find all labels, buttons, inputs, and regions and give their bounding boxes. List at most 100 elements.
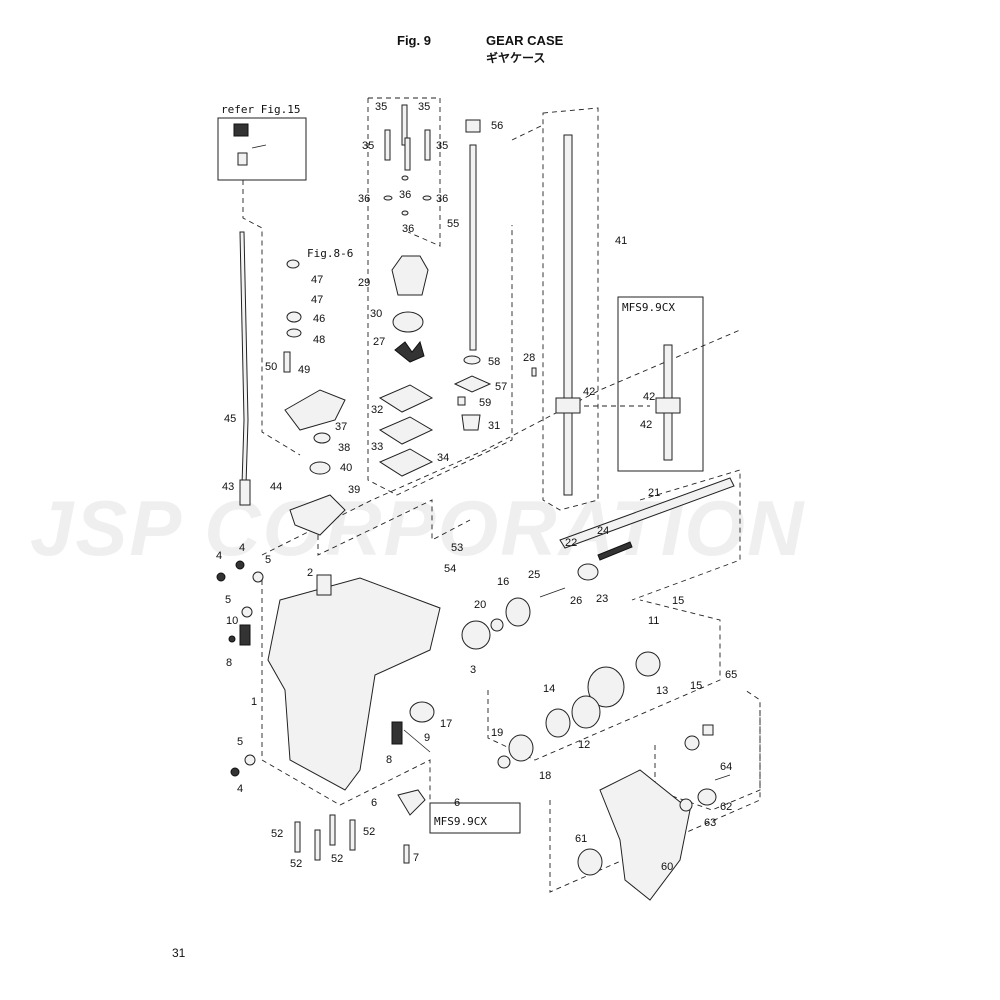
callout-53: 53 [451, 542, 463, 554]
gear-case-body-1 [267, 577, 441, 791]
callout-31: 31 [488, 420, 500, 432]
callout-5: 5 [265, 554, 271, 566]
callout-4: 4 [216, 550, 222, 562]
grommet-fig8 [286, 259, 300, 269]
seal-38 [313, 432, 331, 444]
callout-4: 4 [237, 783, 243, 795]
bearing-3 [461, 620, 491, 650]
plug-4a [216, 572, 226, 582]
callout-62: 62 [720, 801, 732, 813]
mfs-lower-box [429, 802, 521, 834]
propeller-outline [549, 689, 761, 893]
pump-housing-29 [391, 255, 429, 296]
callout-5: 5 [225, 594, 231, 606]
refer-fig15-box [217, 117, 307, 181]
page-number: 31 [172, 946, 186, 960]
callout-52: 52 [331, 853, 343, 865]
callout-35: 35 [418, 101, 430, 113]
washer-36-c [401, 210, 409, 216]
callout-59: 59 [479, 397, 491, 409]
callout-16: 16 [497, 576, 509, 588]
water-tube-55 [469, 144, 477, 351]
callout-11: 11 [648, 615, 659, 627]
callout-38: 38 [338, 442, 350, 454]
callout-46: 46 [313, 313, 325, 325]
oring-40 [309, 461, 331, 475]
gasket-34 [378, 448, 434, 477]
callout-36: 36 [358, 193, 370, 205]
callout-61: 61 [575, 833, 587, 845]
plug-4b [235, 560, 245, 570]
callout-3: 3 [470, 664, 476, 676]
callout-35: 35 [362, 140, 374, 152]
callout-20: 20 [474, 599, 486, 611]
callout-42: 42 [643, 391, 655, 403]
plate-33 [378, 416, 434, 445]
thrust-holder-61 [577, 848, 603, 876]
bolt-35-mid [404, 137, 411, 171]
callout-28: 28 [523, 352, 535, 364]
callout-37: 37 [335, 421, 347, 433]
washer-36-b [401, 175, 409, 181]
callout-22: 22 [565, 537, 577, 549]
impeller-insert-30 [392, 311, 424, 333]
nut-62 [697, 788, 717, 806]
callout-34: 34 [437, 452, 449, 464]
trim-tab-8 [391, 721, 403, 745]
gasket-5b [241, 606, 253, 618]
cover-37 [284, 389, 346, 431]
callout-14: 14 [543, 683, 555, 695]
callout-10: 10 [226, 615, 238, 627]
callout-17: 17 [440, 718, 452, 730]
callout-42: 42 [583, 386, 595, 398]
propeller-hardware-outline [654, 710, 761, 811]
callout-50: 50 [265, 361, 277, 373]
pin-28 [531, 367, 537, 377]
callout-9: 9 [424, 732, 430, 744]
gasket-5c [244, 754, 256, 766]
bearing-42-mfs [655, 397, 681, 414]
callout-40: 40 [340, 462, 352, 474]
callout-19: 19 [491, 727, 503, 739]
propeller-shaft-group-outline [487, 599, 721, 761]
callout-45: 45 [224, 413, 236, 425]
dowel-2 [316, 574, 332, 596]
page-title: GEAR CASE [486, 33, 564, 48]
callout-48: 48 [313, 334, 325, 346]
clutch-22 [577, 563, 599, 581]
callout-39: 39 [348, 484, 360, 496]
callout-55: 55 [447, 218, 459, 230]
callout-36: 36 [399, 189, 411, 201]
bolt-52c [329, 814, 336, 846]
bushing-46 [286, 311, 302, 323]
washer-19 [497, 755, 511, 769]
shift-rod-joint-43 [239, 479, 251, 506]
callout-5: 5 [237, 736, 243, 748]
callout-12: 12 [578, 739, 590, 751]
kit-65-washer [684, 735, 700, 751]
callout-4: 4 [239, 542, 245, 554]
callout-21: 21 [648, 487, 660, 499]
callout-26: 26 [570, 595, 582, 607]
mfs-upper-label: MFS9.9CX [622, 301, 675, 314]
refer-fig15-label: refer Fig.15 [221, 103, 300, 116]
callout-65: 65 [725, 669, 737, 681]
callout-52: 52 [363, 826, 375, 838]
callout-6: 6 [454, 797, 460, 809]
gearcase-body-outline [261, 580, 431, 806]
drive-shaft-41 [563, 134, 573, 496]
callout-15: 15 [690, 680, 702, 692]
fig8-6-ref: Fig.8-6 [307, 247, 353, 260]
bearing-housing-11 [587, 666, 625, 708]
bolt-52b [314, 829, 321, 861]
kit-65-nut [702, 724, 714, 736]
oring-48 [286, 328, 302, 338]
gear-group-outline [317, 469, 741, 601]
bearing-42 [555, 397, 581, 414]
bolt-35-right [424, 129, 431, 161]
callout-7: 7 [413, 852, 419, 864]
callout-57: 57 [495, 381, 507, 393]
callout-15: 15 [672, 595, 684, 607]
plug-4c [230, 767, 240, 777]
